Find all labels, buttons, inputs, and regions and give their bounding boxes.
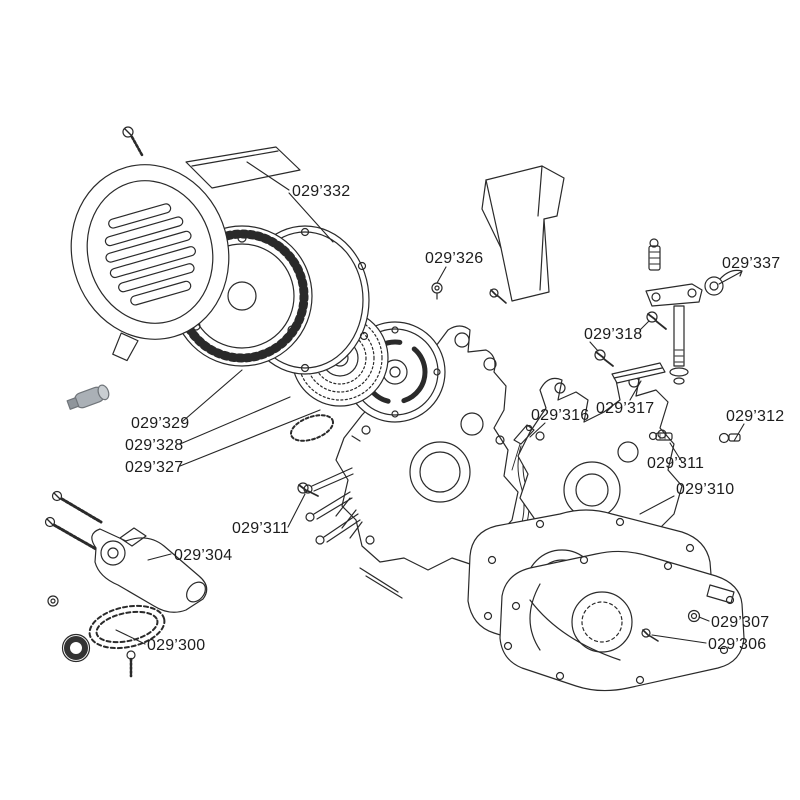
part-label-029-312: 029’312 bbox=[726, 408, 784, 425]
rubber-grommet-large bbox=[61, 633, 91, 663]
crankcase-left-half bbox=[303, 325, 519, 571]
kickstart-shaft-assembly bbox=[645, 238, 703, 385]
part-label-029-311-left: 029’311 bbox=[232, 520, 289, 537]
rubber-grommet-small bbox=[431, 282, 443, 300]
part-label-029-311-right: 029’311 bbox=[647, 455, 704, 472]
wire-bracket bbox=[511, 424, 535, 471]
highlighted-roller-part bbox=[66, 384, 110, 410]
part-labels: 029’332 029’326 029’337 029’318 029’317 … bbox=[125, 183, 784, 654]
part-label-029-307: 029’307 bbox=[711, 614, 769, 631]
fan-cover bbox=[70, 164, 230, 362]
part-label-029-327: 029’327 bbox=[125, 459, 183, 476]
cover-screw bbox=[641, 628, 659, 642]
primary-chain-loop bbox=[289, 414, 335, 442]
cover-top-plate bbox=[185, 146, 301, 189]
part-label-029-306: 029’306 bbox=[708, 636, 766, 653]
part-label-029-300: 029’300 bbox=[147, 637, 205, 654]
part-label-029-304: 029’304 bbox=[174, 547, 232, 564]
hex-bolt-left bbox=[297, 482, 319, 497]
valve-fitting bbox=[718, 432, 741, 444]
leader-lines bbox=[115, 161, 745, 645]
pin-bolt-right bbox=[648, 431, 673, 441]
part-label-029-326: 029’326 bbox=[425, 250, 483, 267]
oil-pump-assembly bbox=[44, 490, 208, 613]
part-label-029-329: 029’329 bbox=[131, 415, 189, 432]
shroud-screw bbox=[489, 288, 507, 304]
part-label-029-310: 029’310 bbox=[676, 481, 734, 498]
part-label-029-332: 029’332 bbox=[292, 183, 350, 200]
drive-chain bbox=[88, 604, 166, 650]
lever-screws bbox=[594, 311, 667, 367]
drain-plug bbox=[687, 609, 701, 623]
air-shroud bbox=[481, 165, 565, 304]
chain-screw bbox=[126, 650, 136, 678]
alignment-marks bbox=[359, 567, 403, 599]
part-label-029-318: 029’318 bbox=[584, 326, 642, 343]
return-spring bbox=[704, 269, 743, 296]
transmission-cover-outer bbox=[499, 550, 745, 692]
cover-bolt bbox=[122, 126, 144, 157]
part-label-029-317: 029’317 bbox=[596, 400, 654, 417]
part-label-029-328: 029’328 bbox=[125, 437, 183, 454]
flat-bar-plate bbox=[611, 362, 666, 384]
part-label-029-316: 029’316 bbox=[531, 407, 589, 424]
part-label-029-337: 029’337 bbox=[722, 255, 780, 272]
